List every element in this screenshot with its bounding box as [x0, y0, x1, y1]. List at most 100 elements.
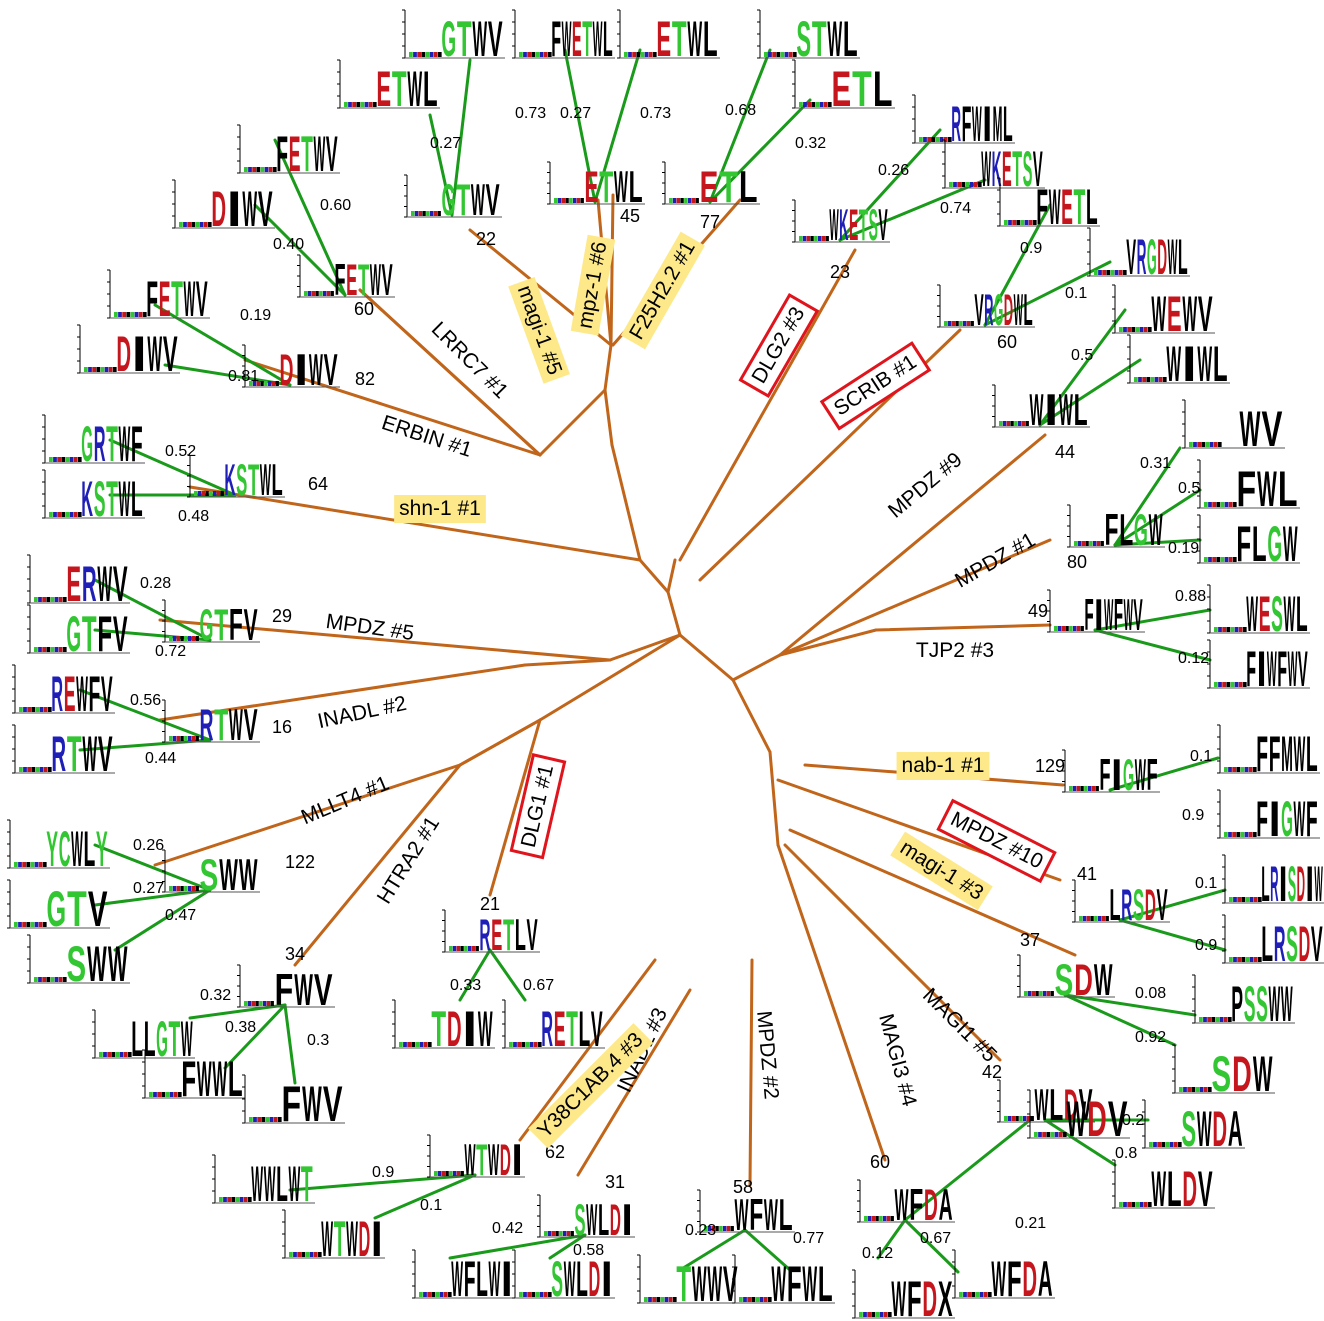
logo-letter: T: [392, 60, 407, 117]
logo-minor-residue: [580, 198, 584, 203]
logo-minor-residue: [1095, 786, 1099, 791]
logo-letter: V: [878, 201, 888, 250]
logo-minor-residue: [695, 198, 699, 203]
logo-minor-residue: [18, 922, 22, 927]
sub-branch: [93, 843, 212, 892]
logo-letter: L: [1086, 178, 1098, 235]
logo-minor-residue: [435, 1292, 440, 1297]
logo-letter: W: [1124, 591, 1133, 640]
logo-letter: E: [66, 555, 81, 612]
logo-letter: T: [859, 201, 868, 250]
sub-branch: [273, 138, 347, 297]
logo-minor-residue: [277, 1117, 282, 1122]
logo-minor-residue: [88, 367, 92, 372]
tree-branch: [538, 633, 682, 722]
logo-minor-residue: [1022, 1116, 1027, 1121]
logo-minor-residue: [570, 1231, 574, 1236]
logo-minor-residue: [1245, 897, 1250, 902]
logo-minor-residue: [1058, 1132, 1063, 1137]
logo-minor-residue: [1157, 1142, 1161, 1147]
logo-letter: V: [113, 555, 128, 612]
logo-letter: T: [456, 176, 470, 225]
logo-letter: F: [1007, 1250, 1022, 1307]
logo-minor-residue: [112, 367, 117, 372]
logo-minor-residue: [199, 222, 204, 227]
logo-minor-residue: [1072, 786, 1077, 791]
logo-letter: W: [1029, 386, 1043, 435]
logo-minor-residue: [1080, 786, 1084, 791]
logo-minor-residue: [969, 182, 974, 187]
logo-minor-residue: [368, 102, 373, 107]
logo-minor-residue: [187, 886, 192, 891]
logo-letter: V: [1157, 881, 1168, 930]
logo-minor-residue: [19, 767, 23, 772]
logo-minor-residue: [1226, 627, 1231, 632]
domain-label: MLLT4 #1: [298, 772, 393, 830]
logo-minor-residue: [456, 946, 460, 951]
logo-letter: A: [1228, 1100, 1243, 1157]
logo-minor-residue: [967, 1292, 971, 1297]
logo-minor-residue: [53, 457, 57, 462]
logo-minor-residue: [1218, 682, 1222, 687]
logo-minor-residue: [1028, 220, 1033, 225]
logo-minor-residue: [201, 491, 205, 496]
logo-minor-residue: [1208, 557, 1212, 562]
logo-minor-residue: [883, 1312, 888, 1317]
logo-letter: F: [962, 95, 972, 152]
logo-minor-residue: [26, 862, 31, 867]
logo-letter: W: [181, 1010, 193, 1067]
cluster-fraction: 0.88: [1175, 588, 1206, 605]
sequence-count: 21: [480, 894, 500, 914]
logo-letter: F: [282, 1075, 302, 1132]
logo-minor-residue: [527, 1292, 531, 1297]
logo-minor-residue: [1087, 786, 1092, 791]
logo-minor-residue: [1006, 421, 1010, 426]
logo-minor-residue: [418, 211, 422, 216]
sub-branch: [1038, 358, 1142, 427]
logo-minor-residue: [1122, 270, 1127, 275]
logo-minor-residue: [776, 52, 781, 57]
tree-branch: [608, 633, 682, 662]
logo-minor-residue: [1021, 421, 1026, 426]
logo-minor-residue: [803, 102, 807, 107]
logo-minor-residue: [467, 946, 472, 951]
logo-letter: C: [59, 820, 71, 877]
logo-minor-residue: [810, 236, 814, 241]
logo-minor-residue: [565, 198, 569, 203]
logo-letter: V: [1198, 285, 1213, 342]
logo-letter: W: [478, 1000, 493, 1057]
logo-minor-residue: [644, 52, 649, 57]
logo-letter: W: [489, 1250, 501, 1307]
logo-letter: F: [1036, 178, 1048, 235]
logo-minor-residue: [648, 52, 653, 57]
logo-letter: E: [1167, 285, 1182, 342]
logo-minor-residue: [172, 886, 177, 891]
cluster-fraction: 0.9: [1182, 807, 1204, 824]
logo-letter: D: [1145, 881, 1156, 930]
logo-letter: R: [541, 1000, 553, 1057]
logo-minor-residue: [58, 647, 63, 652]
sub-branch: [678, 1228, 747, 1272]
logo-minor-residue: [711, 1226, 715, 1231]
logo-minor-residue: [445, 1171, 449, 1176]
logo-minor-residue: [58, 977, 63, 982]
logo-minor-residue: [879, 1312, 884, 1317]
logo-minor-residue: [1015, 1116, 1019, 1121]
logo-letter: X: [938, 1270, 953, 1321]
logo-letter: G: [994, 286, 1003, 335]
logo-minor-residue: [1241, 897, 1246, 902]
logo-letter: F: [146, 270, 158, 327]
logo-letter: M: [993, 95, 1003, 152]
cluster-fraction: 0.27: [560, 105, 591, 122]
logo-letter: W: [1269, 975, 1281, 1032]
logo-letter: D: [359, 1210, 371, 1267]
logo-minor-residue: [1211, 1017, 1216, 1022]
sequence-count: 60: [354, 299, 374, 319]
logo-minor-residue: [1257, 957, 1262, 962]
logo-minor-residue: [103, 1052, 107, 1057]
logo-minor-residue: [1002, 421, 1007, 426]
cluster-fraction: 0.8: [1115, 1145, 1137, 1162]
